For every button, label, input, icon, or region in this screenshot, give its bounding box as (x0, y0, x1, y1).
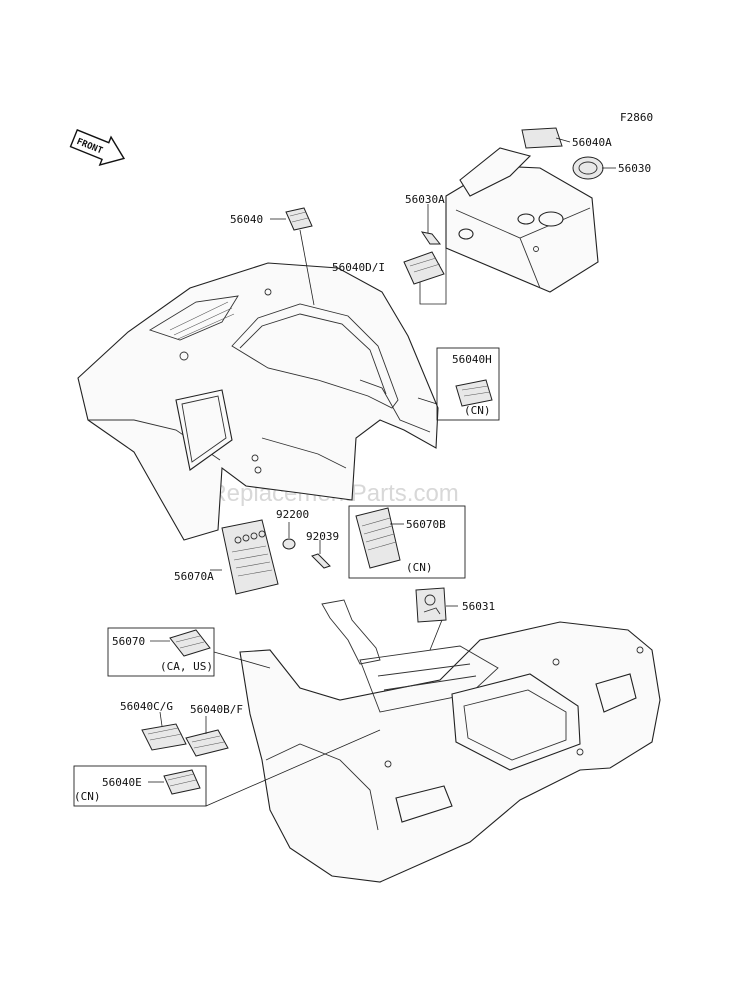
callout-56040CG: 56040C/G (120, 700, 173, 713)
decal-56040A: 56040A (521, 127, 612, 149)
rear-fender-lower (239, 599, 661, 883)
front-arrow-icon: FRONT (69, 129, 126, 166)
callout-56031: 56031 (462, 600, 495, 613)
callout-56030A: 56030A (405, 193, 445, 206)
callout-56040DI: 56040D/I (332, 261, 385, 274)
leader-56031-lower (429, 619, 443, 651)
part-56030: 56030 (572, 156, 651, 180)
callout-56040H: 56040H (452, 353, 492, 366)
callout-56040E-note: (CN) (74, 790, 101, 803)
decal-56040DI: 56040D/I (332, 248, 447, 305)
leader-56040-lower (205, 729, 381, 807)
callout-56040: 56040 (230, 213, 263, 226)
callout-56040E: 56040E (102, 776, 142, 789)
part-56030A: 56030A (405, 193, 445, 245)
decal-56040H-box: 56040H (CN) (417, 347, 500, 421)
callout-56070-note: (CA, US) (160, 660, 213, 673)
decal-56070-box: 56070 (CA, US) (107, 627, 215, 677)
leader-56070-lower (213, 651, 271, 669)
callout-56070: 56070 (112, 635, 145, 648)
decal-56070A: 56070A (174, 519, 279, 595)
callout-56040BF: 56040B/F (190, 703, 243, 716)
decal-56040E-box: 56040E (CN) (73, 765, 207, 807)
decal-56040CG: 56040C/G (120, 700, 187, 751)
decal-56040BF: 56040B/F (185, 703, 243, 757)
callout-56040A: 56040A (572, 136, 612, 149)
decal-56070B-box: 56070B (CN) (348, 505, 466, 579)
callout-92039: 92039 (306, 530, 339, 543)
callout-56070A: 56070A (174, 570, 214, 583)
figure-code: F2860 (620, 111, 653, 124)
tool-box-cover (445, 147, 599, 293)
callout-56070B: 56070B (406, 518, 446, 531)
part-92039: 92039 (306, 530, 339, 569)
callout-56030: 56030 (618, 162, 651, 175)
callout-56070B-note: (CN) (406, 561, 433, 574)
callout-92200: 92200 (276, 508, 309, 521)
callout-56040H-note: (CN) (464, 404, 491, 417)
decal-56031: 56031 (415, 587, 495, 623)
part-92200: 92200 (276, 508, 309, 550)
decal-56040: 56040 (230, 207, 315, 306)
rear-fender-upper (77, 262, 439, 541)
